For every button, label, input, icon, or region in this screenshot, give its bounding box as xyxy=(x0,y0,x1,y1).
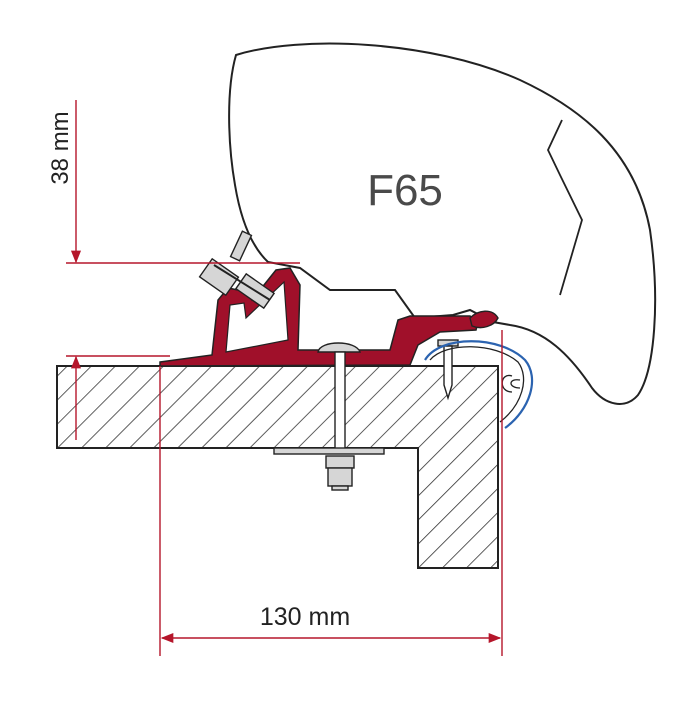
width-dimension xyxy=(159,330,503,656)
awning-cassette-body xyxy=(228,42,657,405)
clamp-hardware xyxy=(198,230,276,310)
adapter-bracket-clip xyxy=(469,310,499,329)
awning-front-profile xyxy=(547,119,583,296)
height-label: 38 mm xyxy=(47,111,74,184)
mounting-bolt xyxy=(273,342,385,491)
model-label: F65 xyxy=(367,166,443,215)
width-label: 130 mm xyxy=(260,603,350,631)
adapter-bracket-inner-channel xyxy=(225,280,289,353)
keder-rail xyxy=(424,340,534,429)
height-dimension xyxy=(66,100,300,440)
vehicle-wall-section xyxy=(56,365,499,569)
